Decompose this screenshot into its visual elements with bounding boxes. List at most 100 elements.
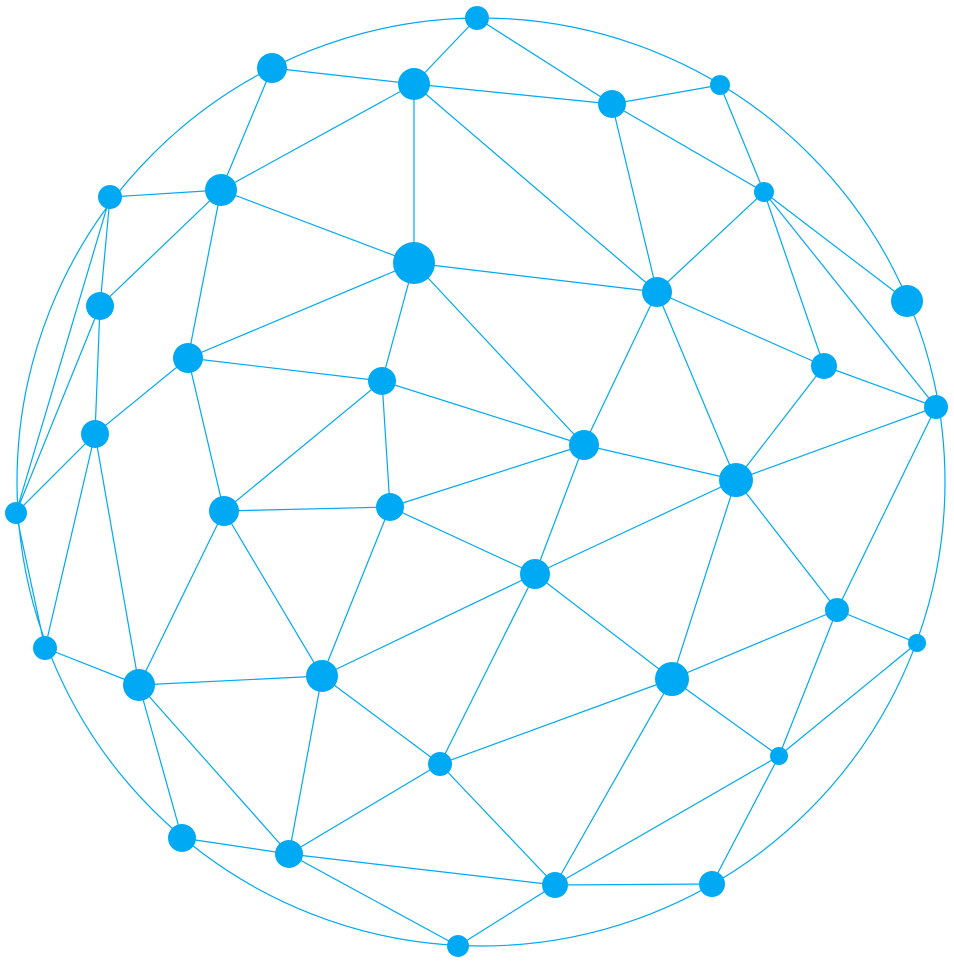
network-node: [520, 559, 550, 589]
network-edge: [288, 853, 459, 947]
network-edge: [220, 67, 273, 191]
network-edge: [671, 479, 737, 680]
network-node: [770, 747, 788, 765]
network-edge: [763, 191, 825, 367]
network-node: [447, 935, 469, 957]
network-edge: [99, 189, 222, 307]
network-edge: [220, 189, 415, 264]
network-edge: [94, 357, 189, 435]
network-edge: [44, 433, 96, 649]
network-node: [33, 636, 57, 660]
network-edge: [138, 510, 225, 686]
network-edge: [15, 305, 101, 514]
network-edge: [15, 433, 96, 514]
network-edge: [823, 365, 937, 408]
network-edge: [763, 191, 937, 408]
network-edge: [611, 103, 658, 293]
network-node: [257, 53, 287, 83]
network-edge: [94, 305, 101, 435]
network-node: [86, 292, 114, 320]
network-edge: [288, 853, 556, 886]
network-edge: [187, 357, 225, 512]
network-edge: [381, 380, 391, 508]
network-edge: [778, 609, 838, 757]
network-edge: [554, 883, 713, 886]
network-nodes: [5, 6, 948, 957]
network-edge: [671, 609, 838, 680]
network-edge: [94, 433, 140, 686]
network-edge: [413, 83, 613, 105]
network-edge: [271, 67, 415, 85]
network-node: [699, 871, 725, 897]
network-node: [642, 277, 672, 307]
network-edge: [583, 291, 658, 446]
network-edge: [439, 678, 673, 765]
network-edge: [763, 191, 908, 302]
network-edges: [15, 17, 937, 947]
network-edge: [15, 196, 111, 514]
network-edge: [554, 755, 780, 886]
network-edge: [534, 444, 585, 575]
network-edge: [735, 406, 937, 481]
network-edge: [439, 573, 536, 765]
network-node: [168, 824, 196, 852]
network-edge: [656, 291, 737, 481]
network-node: [569, 430, 599, 460]
network-edge: [321, 573, 536, 677]
network-edge: [288, 763, 441, 855]
network-node: [398, 68, 430, 100]
network-node: [825, 598, 849, 622]
network-node: [376, 493, 404, 521]
network-edge: [413, 83, 658, 293]
network-edge: [15, 512, 46, 649]
network-edge: [321, 506, 391, 677]
network-node: [81, 420, 109, 448]
network-edge: [44, 647, 140, 686]
network-edge: [99, 196, 111, 307]
network-edge: [181, 837, 290, 855]
network-edge: [656, 191, 765, 293]
network-edge: [611, 103, 765, 193]
network-edge: [389, 444, 585, 508]
network-edge: [534, 479, 737, 575]
network-edge: [138, 684, 290, 855]
network-edge: [534, 573, 673, 680]
network-node: [368, 367, 396, 395]
network-node: [891, 285, 923, 317]
network-edge: [381, 380, 585, 446]
network-edge: [138, 675, 323, 686]
network-edge: [735, 479, 838, 611]
network-edge: [187, 189, 222, 359]
network-edge: [719, 84, 765, 193]
network-edge: [223, 510, 323, 677]
network-node: [306, 660, 338, 692]
network-edge: [321, 675, 441, 765]
network-edge: [389, 506, 536, 575]
network-edge: [439, 763, 556, 886]
network-edge: [735, 365, 825, 481]
network-edge: [656, 291, 825, 367]
network-edge: [836, 609, 918, 644]
network-node: [908, 634, 926, 652]
network-edge: [457, 884, 556, 947]
network-edge: [223, 506, 391, 512]
network-edge: [413, 262, 585, 446]
network-edge: [413, 262, 658, 293]
network-node: [428, 752, 452, 776]
network-edge: [778, 642, 918, 757]
network-node: [710, 75, 730, 95]
network-node: [393, 242, 435, 284]
network-edge: [611, 84, 721, 105]
network-node: [655, 662, 689, 696]
network-node: [123, 669, 155, 701]
network-node: [5, 502, 27, 524]
network-edge: [109, 189, 222, 198]
network-node: [598, 90, 626, 118]
network-edge: [583, 444, 737, 481]
network-edge: [836, 406, 937, 611]
network-edge: [187, 357, 383, 382]
network-node: [811, 353, 837, 379]
network-edge: [223, 380, 383, 512]
network-node: [542, 872, 568, 898]
network-node: [754, 182, 774, 202]
